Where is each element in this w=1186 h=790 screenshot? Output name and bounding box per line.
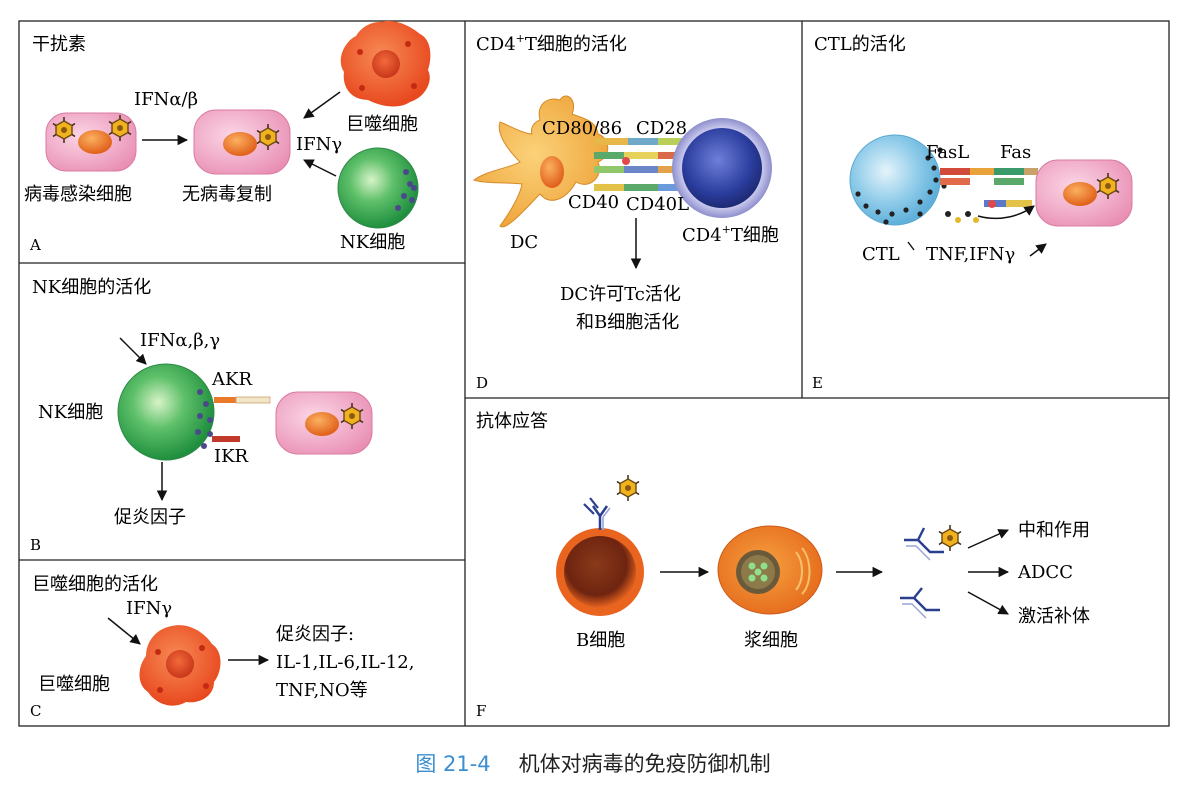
ifn-abg-label: IFNα,β,γ	[140, 330, 220, 351]
panel-d-title: CD4+T细胞的活化	[476, 32, 627, 55]
macrophage-icon	[340, 20, 431, 107]
antibodies-icon	[900, 524, 962, 619]
ifn-ab-label: IFNα/β	[134, 89, 198, 110]
cytokines-line1: 促炎因子:	[276, 624, 354, 645]
plasma-cell-icon	[717, 525, 823, 615]
target-cell-e-icon	[1035, 159, 1133, 227]
panel-b: NK细胞的活化 B IFNα,β,γ NK细胞 AKR IKR 促炎因子	[30, 277, 373, 554]
figure-canvas: 干扰素 A IFNα/β 巨噬细胞 IFNγ 病毒感染细胞 无病毒复制 NK细胞	[18, 20, 1170, 727]
panel-a: 干扰素 A IFNα/β 巨噬细胞 IFNγ 病毒感染细胞 无病毒复制 NK细胞	[24, 20, 431, 254]
akr-receptor-icon	[214, 396, 271, 404]
figure-caption: 图 21-4 机体对病毒的免疫防御机制	[0, 748, 1186, 778]
panel-e-letter: E	[812, 374, 823, 392]
plasma-cell-label: 浆细胞	[744, 630, 798, 651]
no-replication-label: 无病毒复制	[182, 184, 272, 205]
fas-receptors-icon	[940, 168, 1038, 208]
figure-number: 图 21-4	[415, 752, 491, 776]
fas-label: Fas	[1000, 142, 1031, 163]
ctl-cell-icon	[849, 134, 947, 226]
ctl-granules-icon	[945, 211, 979, 223]
nk-cell-label: NK细胞	[340, 232, 405, 253]
costim-receptors-icon	[594, 138, 688, 191]
figure-title: 机体对病毒的免疫防御机制	[518, 752, 771, 776]
nk-cell-icon	[337, 147, 419, 229]
panel-a-letter: A	[29, 236, 41, 254]
dc-label: DC	[510, 232, 538, 253]
macrophage-c-label: 巨噬细胞	[38, 674, 110, 695]
panel-b-letter: B	[30, 536, 41, 554]
target-cell-b-icon	[275, 391, 373, 455]
panel-c: 巨噬细胞的活化 C IFNγ 巨噬细胞 促炎因子: IL-1,IL-6,IL-1…	[30, 574, 414, 720]
panel-a-title: 干扰素	[32, 34, 86, 55]
cytokines-line2: IL-1,IL-6,IL-12,	[276, 652, 414, 673]
cd40l-label: CD40L	[626, 194, 689, 215]
panel-f-title: 抗体应答	[476, 411, 548, 432]
ifn-g-label: IFNγ	[296, 134, 342, 155]
panel-f-letter: F	[476, 702, 486, 720]
nk-cell-b-label: NK细胞	[38, 402, 103, 423]
panel-b-title: NK细胞的活化	[32, 277, 151, 298]
macrophage-c-icon	[139, 625, 221, 706]
b-cell-label: B细胞	[576, 630, 625, 651]
panel-f: 抗体应答 F 中和作用 A	[476, 411, 1090, 720]
tnf-label: TNF,IFNγ	[926, 244, 1015, 265]
infected-cell-icon	[45, 112, 137, 172]
protected-cell-icon	[193, 109, 291, 175]
ifn-g-c-label: IFNγ	[126, 598, 172, 619]
neutralize-label: 中和作用	[1018, 520, 1090, 541]
cd80-label: CD80/86	[542, 118, 622, 139]
ikr-label: IKR	[214, 446, 249, 467]
cytokines-b-label: 促炎因子	[114, 507, 186, 528]
panel-e-title: CTL的活化	[814, 34, 906, 55]
panel-borders	[18, 20, 1170, 727]
panel-c-title: 巨噬细胞的活化	[32, 574, 158, 595]
panel-c-letter: C	[30, 702, 41, 720]
ikr-receptor-icon	[212, 436, 240, 442]
dendritic-cell-icon	[472, 95, 609, 228]
adcc-label: ADCC	[1017, 562, 1073, 583]
dc-result-line1: DC许可Tc活化	[560, 284, 681, 305]
panel-d: CD4+T细胞的活化 D CD80/86 CD28 CD40 CD40L DC …	[472, 32, 779, 392]
infected-cell-label: 病毒感染细胞	[24, 184, 132, 205]
b-cell-icon	[556, 474, 644, 616]
cd4-t-cell-icon	[672, 118, 772, 218]
nk-cell-b-icon	[117, 363, 215, 461]
akr-label: AKR	[211, 369, 252, 390]
complement-label: 激活补体	[1018, 606, 1090, 627]
panel-d-letter: D	[476, 374, 488, 392]
cd40-label: CD40	[568, 192, 619, 213]
ctl-label: CTL	[862, 244, 900, 265]
cd28-label: CD28	[636, 118, 687, 139]
dc-result-line2: 和B细胞活化	[576, 312, 679, 333]
panel-e: CTL的活化 E FasL Fa	[812, 34, 1133, 392]
fasl-label: FasL	[926, 142, 969, 163]
cd4-t-cell-label: CD4+T细胞	[682, 223, 779, 246]
macrophage-label: 巨噬细胞	[346, 114, 418, 135]
cytokines-line3: TNF,NO等	[276, 680, 368, 701]
